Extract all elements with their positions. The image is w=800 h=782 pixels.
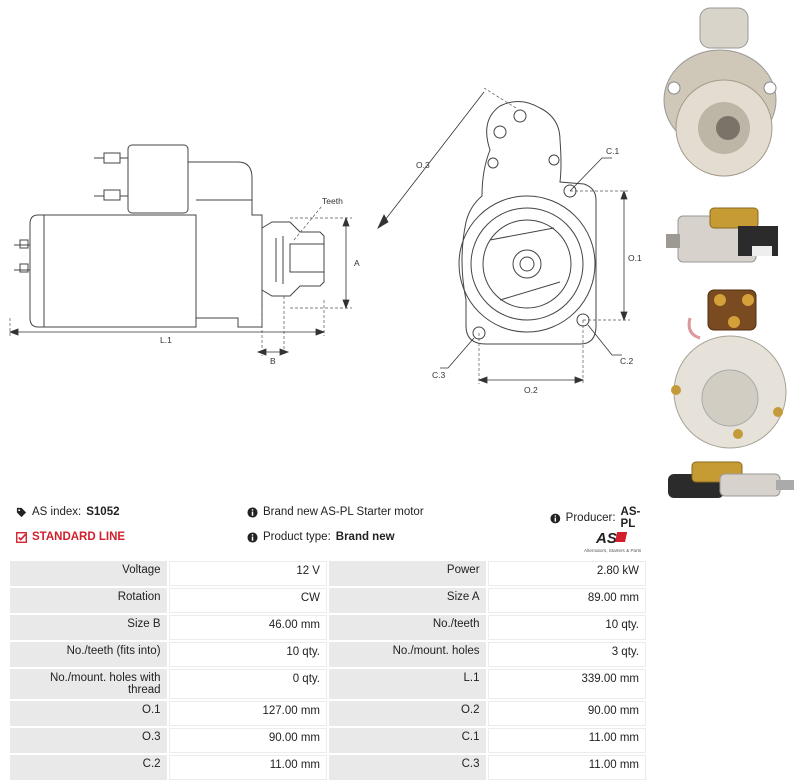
producer: Producer: AS-PL [550,506,654,530]
spec-value: 3 qty. [487,642,646,667]
info-icon [247,506,258,518]
c1-label: C.1 [606,146,620,156]
spec-label: No./mount. holes [328,642,486,667]
producer-value: AS-PL [620,506,641,530]
size-a-label: A [354,258,360,268]
product-type-value: Brand new [335,531,395,543]
as-index: AS index: S1052 [16,506,120,518]
product-info: AS index: S1052 Brand new AS-PL Starter … [14,503,654,557]
table-row: No./mount. holes with thread 0 qty. L.1 … [10,669,646,699]
spec-value: 89.00 mm [487,588,646,613]
front-view-dimension-lines [377,91,628,384]
starter-motor-front-photo-icon[interactable] [663,7,777,177]
technical-drawing: Teeth A B L.1 O.3 C.1 O.1 C.2 C.3 O.2 [8,87,642,395]
spec-value: 339.00 mm [487,669,646,699]
spec-label: No./teeth (fits into) [10,642,167,667]
spec-value: 46.00 mm [168,615,327,640]
info-icon [550,513,561,523]
starter-motor-side-photo-icon[interactable] [666,207,778,263]
table-row: C.2 11.00 mm C.3 11.00 mm [10,755,646,780]
spec-value: 90.00 mm [168,728,327,753]
spec-label: L.1 [328,669,486,699]
product-photos [663,7,794,498]
logo-subtext: Alternators, Starters & Parts [584,548,642,553]
specification-table: Voltage 12 V Power 2.80 kW Rotation CW S… [8,559,648,782]
spec-value: 0 qty. [168,669,327,699]
o3-label: O.3 [416,160,430,170]
description-text: Brand new AS-PL Starter motor [263,506,424,518]
spec-value: 11.00 mm [487,755,646,780]
spec-value: 127.00 mm [168,701,327,726]
product-description: Brand new AS-PL Starter motor [247,506,424,518]
spec-value: 10 qty. [168,642,327,667]
o1-label: O.1 [628,253,642,263]
spec-value: 10 qty. [487,615,646,640]
length-l1-label: L.1 [160,335,172,345]
starter-motor-side-photo-2-icon[interactable] [668,461,794,498]
front-view-drawing [458,101,597,345]
spec-label: C.2 [10,755,167,780]
c3-label: C.3 [432,370,446,380]
side-view-dimension-lines [8,216,350,356]
info-icon [247,531,258,543]
spec-label: Voltage [10,561,167,586]
spec-value: 11.00 mm [168,755,327,780]
spec-value: 2.80 kW [487,561,646,586]
spec-value: CW [168,588,327,613]
spec-label: O.1 [10,701,167,726]
c2-label: C.2 [620,356,634,366]
spec-label: O.2 [328,701,486,726]
product-type-label: Product type: [263,531,331,543]
as-index-label: AS index: [32,506,82,518]
table-row: Voltage 12 V Power 2.80 kW [10,561,646,586]
spec-label: Size A [328,588,486,613]
standard-line: STANDARD LINE [16,531,125,543]
spec-label: Size B [10,615,167,640]
spec-value: 90.00 mm [487,701,646,726]
front-view-dimensions [478,87,630,384]
size-b-label: B [270,356,276,366]
spec-label: Rotation [10,588,167,613]
logo-text: AS [595,530,617,547]
spec-label: C.3 [328,755,486,780]
table-row: O.1 127.00 mm O.2 90.00 mm [10,701,646,726]
table-row: No./teeth (fits into) 10 qty. No./mount.… [10,642,646,667]
table-row: O.3 90.00 mm C.1 11.00 mm [10,728,646,753]
spec-value: 11.00 mm [487,728,646,753]
side-view-dimensions [9,205,352,356]
teeth-label: Teeth [322,196,343,206]
spec-label: No./teeth [328,615,486,640]
producer-label: Producer: [565,512,616,524]
product-type: Product type: Brand new [247,531,395,543]
table-row: Rotation CW Size A 89.00 mm [10,588,646,613]
table-row: Size B 46.00 mm No./teeth 10 qty. [10,615,646,640]
checkbox-checked-icon [16,531,27,543]
as-index-value: S1052 [86,506,120,518]
tag-icon [16,507,27,517]
standard-line-label: STANDARD LINE [32,531,126,543]
as-pl-logo: AS Alternators, Starters & Parts [584,530,642,553]
spec-label: Power [328,561,486,586]
spec-label: O.3 [10,728,167,753]
side-view-drawing [14,144,325,328]
spec-label: No./mount. holes with thread [10,669,167,699]
starter-motor-rear-photo-icon[interactable] [671,289,787,449]
o2-label: O.2 [524,385,538,395]
spec-value: 12 V [168,561,327,586]
spec-label: C.1 [328,728,486,753]
